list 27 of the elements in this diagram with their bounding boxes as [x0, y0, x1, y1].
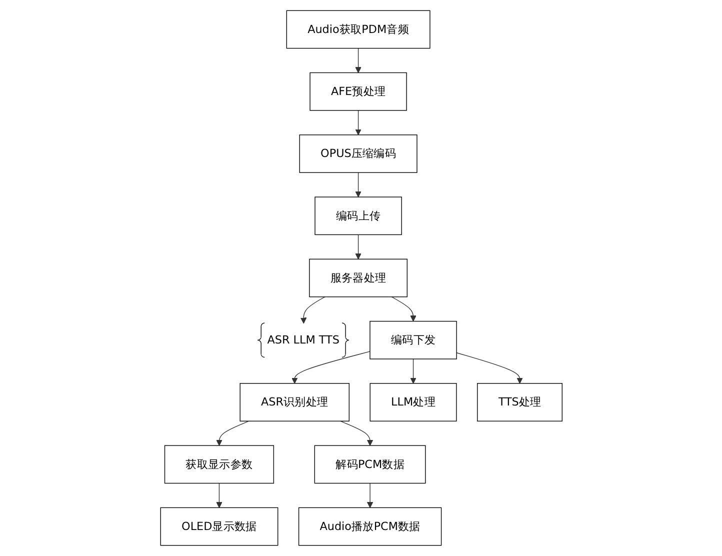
- arrow: [354, 234, 361, 260]
- node-box: Audio获取PDM音频: [286, 10, 430, 49]
- node-box: 解码PCM数据: [314, 445, 426, 484]
- node-box: 获取显示参数: [164, 445, 274, 484]
- arrow: [354, 48, 361, 74]
- node-text: ASR LLM TTS: [266, 333, 340, 346]
- node-box: OPUS压缩编码: [298, 134, 417, 173]
- arrow: [366, 482, 373, 508]
- arrow: [216, 420, 249, 446]
- node-box: 服务器处理: [308, 258, 408, 298]
- arrow: [340, 420, 373, 446]
- node-box: LLM处理: [369, 383, 456, 422]
- arrow: [300, 296, 325, 324]
- node-box: Audio播放PCM数据: [298, 507, 442, 546]
- node-box: OLED显示数据: [160, 507, 278, 546]
- node-box: 编码下发: [369, 320, 457, 360]
- node-box: ASR识别处理: [239, 383, 350, 422]
- arrow: [291, 351, 370, 384]
- arrow: [216, 482, 222, 508]
- arrow: [390, 296, 416, 322]
- node-box: AFE预处理: [309, 72, 407, 111]
- arrow: [456, 352, 522, 384]
- node-box: 编码上传: [314, 196, 402, 236]
- arrow: [410, 358, 416, 384]
- arrow: [354, 110, 361, 136]
- node-box: TTS处理: [476, 383, 562, 422]
- arrow: [354, 172, 361, 198]
